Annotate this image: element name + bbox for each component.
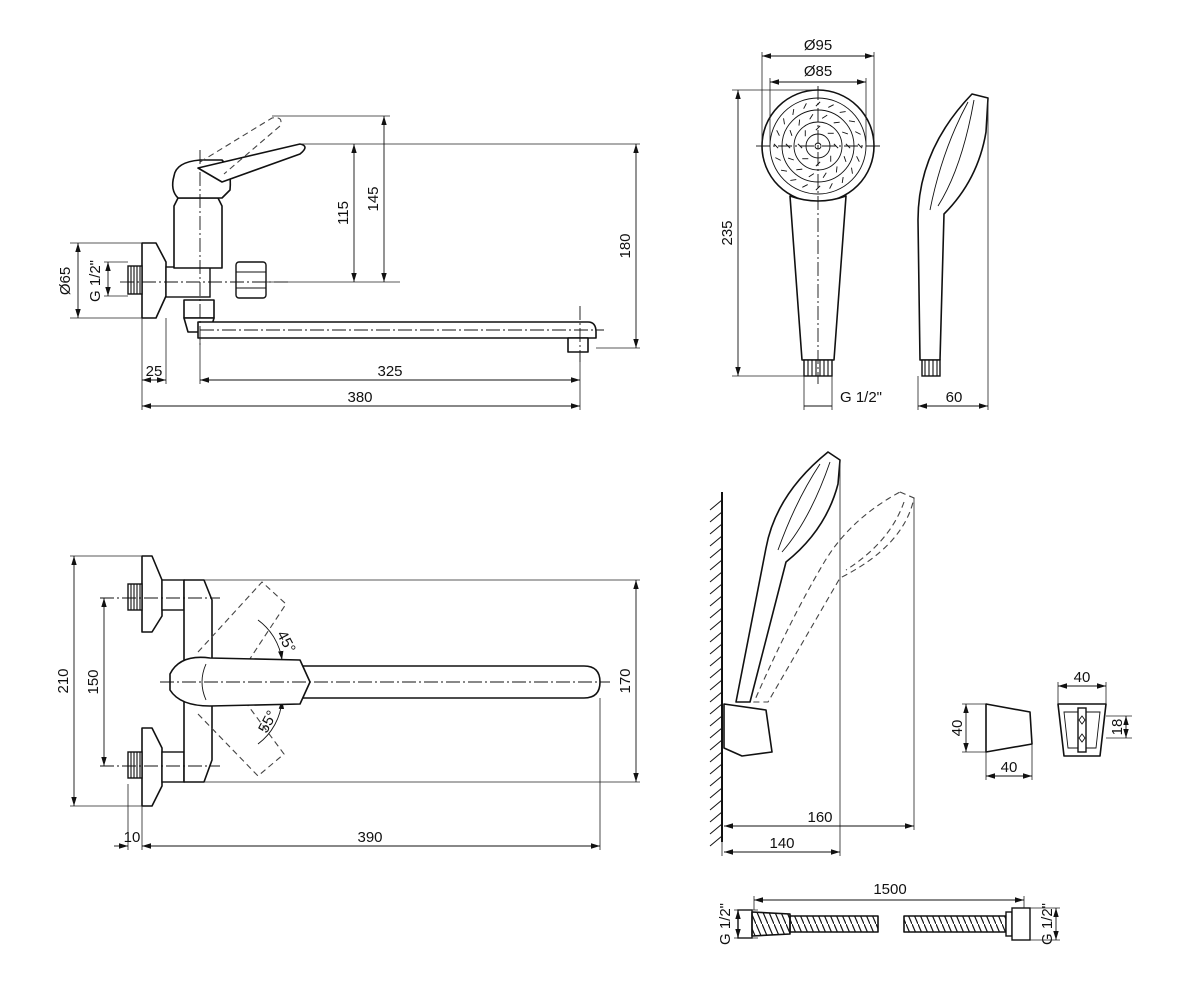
mixer-front-view: Ø65 G 1/2" 115 145 180 25 325 380 — [57, 115, 640, 410]
dim-front-thread: G 1/2" — [87, 260, 104, 302]
dim-width-25: 25 — [146, 363, 163, 380]
dim-bracket-height: 40 — [949, 720, 966, 737]
dim-hose-thread-right: G 1/2" — [1039, 903, 1056, 945]
wall-holder-view: 160 140 — [709, 451, 915, 856]
dim-width-325: 325 — [377, 363, 402, 380]
dim-angle-55: 55° — [255, 708, 281, 736]
dim-height-145: 145 — [365, 186, 382, 211]
dim-angle-45: 45° — [273, 628, 299, 656]
shower-head-front-view: Ø95 Ø85 235 G 1/2" — [719, 37, 882, 410]
dim-width-380: 380 — [347, 389, 372, 406]
holder-bracket-side-view: 40 40 — [949, 703, 1033, 780]
holder-bracket-front-view: 40 18 — [1057, 669, 1132, 757]
dim-head-depth: 60 — [946, 389, 963, 406]
dim-head-thread: G 1/2" — [840, 389, 882, 406]
dim-bracket-top-width: 40 — [1074, 669, 1091, 686]
dim-head-length: 235 — [719, 220, 736, 245]
dim-height-115: 115 — [335, 201, 352, 225]
mixer-top-view: 210 150 170 10 390 45° 55° — [55, 555, 640, 850]
dim-head-outer-diameter: Ø95 — [804, 37, 832, 54]
dim-hose-thread-left: G 1/2" — [717, 903, 734, 945]
dim-width-390: 390 — [357, 829, 382, 846]
dim-bracket-width: 40 — [1001, 759, 1018, 776]
dim-height-170: 170 — [617, 668, 634, 693]
shower-head-side-view: 60 — [917, 93, 989, 410]
dim-width-160: 160 — [807, 809, 832, 826]
dim-height-180: 180 — [617, 233, 634, 258]
dim-bracket-slot-height: 18 — [1109, 719, 1126, 736]
shower-hose: 1500 G 1/2" G 1/2" — [717, 881, 1060, 945]
dim-width-140: 140 — [769, 835, 794, 852]
dim-head-inner-diameter: Ø85 — [804, 63, 832, 80]
dim-flange-diameter: Ø65 — [57, 267, 74, 295]
dim-height-210: 210 — [55, 668, 72, 693]
dim-height-150: 150 — [85, 669, 102, 694]
dim-hose-length: 1500 — [873, 881, 906, 898]
dim-width-10: 10 — [124, 829, 141, 846]
